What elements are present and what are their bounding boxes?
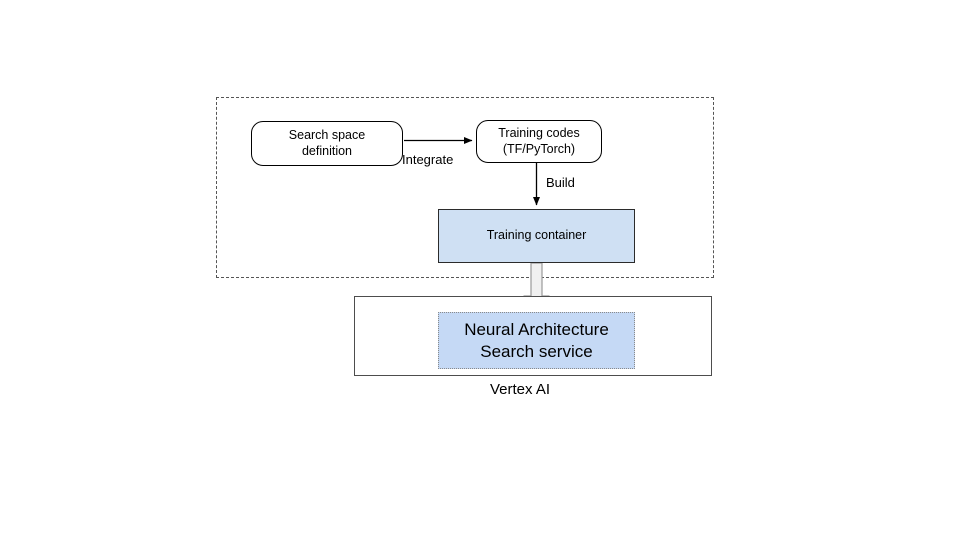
user-assets-group-region [216,97,714,278]
node-training-codes: Training codes (TF/PyTorch) [476,120,602,163]
label-vertex-ai: Vertex AI [490,381,551,398]
node-neural-architecture-search-service: Neural Architecture Search service [438,312,635,369]
node-search-space-definition: Search space definition [251,121,403,166]
node-training-container: Training container [438,209,635,263]
edge-label-build: Build [546,175,575,190]
edge-label-integrate: Integrate [402,152,454,167]
